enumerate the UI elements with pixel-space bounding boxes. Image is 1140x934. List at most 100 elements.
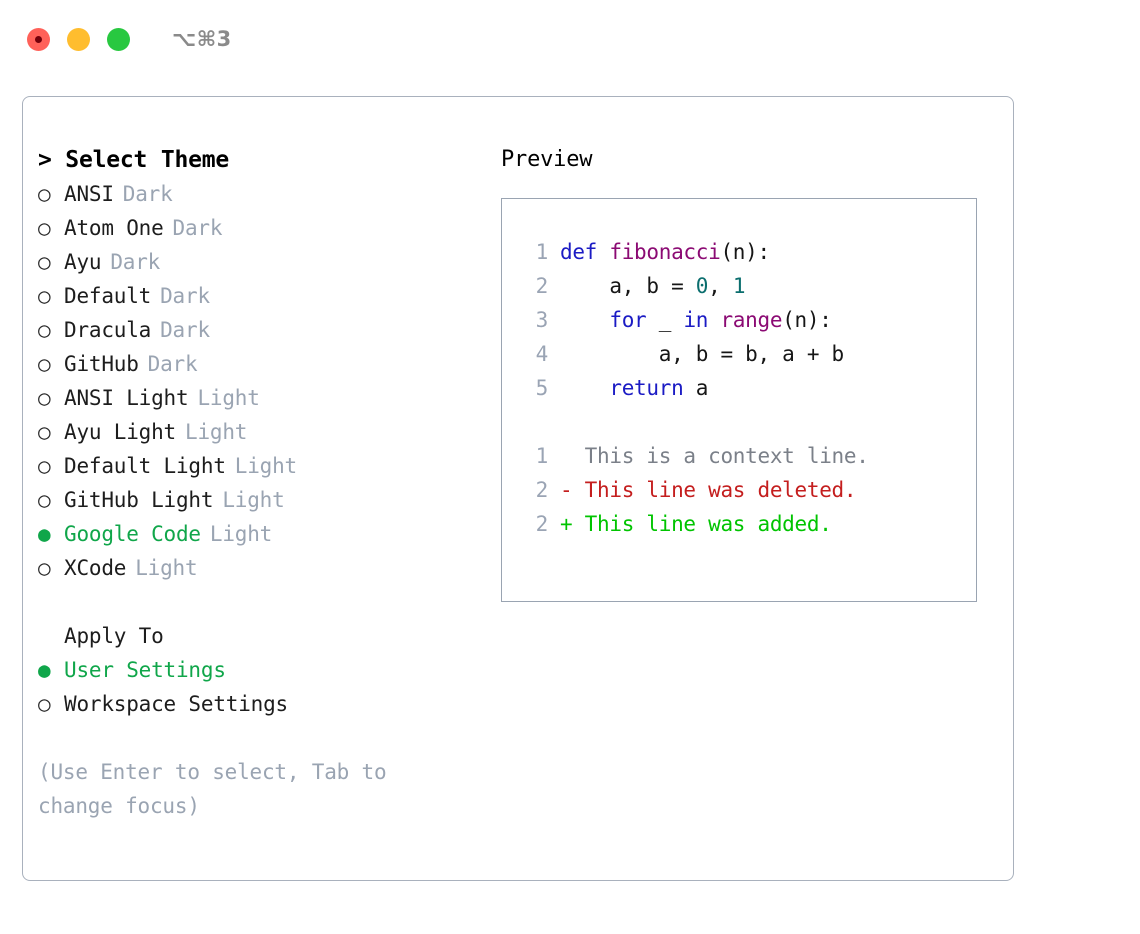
code-token-plain: _	[646, 308, 684, 332]
diff-sample: 1 This is a context line.2- This line wa…	[518, 439, 976, 541]
code-token-kw: for	[609, 308, 647, 332]
diff-spacer	[518, 405, 976, 439]
code-token-num: 1	[732, 274, 746, 298]
radio-unselected-icon: ○	[38, 454, 51, 478]
theme-option-atom-one[interactable]: ○ Atom One Dark	[38, 211, 478, 245]
diff-text: This line was added.	[572, 512, 832, 536]
code-line-text: for _ in range(n):	[560, 303, 832, 337]
diff-text: This is a context line.	[572, 444, 869, 468]
close-window-button[interactable]	[27, 27, 50, 51]
apply-to-option-user-settings[interactable]: ● User Settings	[38, 653, 478, 687]
apply-to-header: Apply To	[64, 624, 164, 648]
line-number: 3	[535, 308, 549, 332]
code-token-plain: a	[683, 376, 709, 400]
theme-option-variant: Dark	[160, 284, 210, 308]
keyboard-hint-text: (Use Enter to select, Tab to change focu…	[38, 760, 387, 818]
theme-option-label: GitHub Light	[64, 488, 214, 512]
radio-unselected-icon: ○	[38, 182, 51, 206]
theme-option-label: Atom One	[64, 216, 164, 240]
theme-option-github[interactable]: ○ GitHub Dark	[38, 347, 478, 381]
theme-option-variant: Light	[209, 522, 273, 546]
code-token-plain: a, b = b, a + b	[560, 342, 844, 366]
theme-option-variant: Light	[135, 556, 198, 580]
theme-option-label: Default Light	[64, 454, 226, 478]
theme-option-label: GitHub	[64, 352, 139, 376]
diff-line-del: 2- This line was deleted.	[518, 473, 976, 507]
radio-unselected-icon: ○	[38, 386, 51, 410]
diff-line-text: This is a context line.	[560, 439, 869, 473]
theme-option-variant: Light	[222, 488, 285, 512]
radio-unselected-icon: ○	[38, 284, 51, 308]
line-number: 4	[535, 342, 549, 366]
theme-option-label: Ayu	[64, 250, 102, 274]
code-line-text: return a	[560, 371, 708, 405]
minimize-window-button[interactable]	[67, 27, 90, 51]
diff-sign: +	[560, 512, 573, 536]
apply-to-option-label: User Settings	[64, 658, 226, 682]
radio-unselected-icon: ○	[38, 250, 51, 274]
code-line: 2 a, b = 0, 1	[518, 269, 976, 303]
code-line-text: def fibonacci(n):	[560, 235, 770, 269]
theme-option-variant: Dark	[110, 250, 161, 274]
code-token-kw: in	[683, 308, 709, 332]
code-token-fn: fibonacci	[609, 240, 721, 264]
radio-unselected-icon: ○	[38, 556, 51, 580]
code-token-num: 0	[695, 274, 709, 298]
code-token-plain: ,	[708, 274, 733, 298]
radio-selected-icon: ●	[38, 522, 51, 546]
line-number: 1	[535, 240, 549, 264]
code-token-plain: (n):	[782, 308, 832, 332]
theme-option-default[interactable]: ○ Default Dark	[38, 279, 478, 313]
code-token-plain	[708, 308, 720, 332]
theme-option-variant: Dark	[160, 318, 210, 342]
radio-unselected-icon: ○	[38, 692, 51, 716]
theme-option-label: Default	[64, 284, 152, 308]
apply-to-option-label: Workspace Settings	[64, 692, 288, 716]
line-number: 2	[535, 274, 549, 298]
radio-unselected-icon: ○	[38, 216, 51, 240]
diff-sign	[560, 444, 572, 468]
code-line-text: a, b = 0, 1	[560, 269, 745, 303]
apply-to-option-list: ● User Settings ○ Workspace Settings	[38, 653, 478, 721]
code-token-kw: return	[609, 376, 684, 400]
diff-sign: -	[560, 478, 573, 502]
select-theme-header: > Select Theme	[38, 147, 230, 173]
code-token-plain: a, b =	[560, 274, 696, 298]
window-controls	[27, 27, 130, 51]
preview-title: Preview	[501, 147, 593, 172]
theme-option-variant: Dark	[147, 352, 198, 376]
code-token-plain: (n):	[720, 240, 770, 264]
code-token-kw: def	[560, 240, 610, 264]
apply-to-option-workspace-settings[interactable]: ○ Workspace Settings	[38, 687, 478, 721]
diff-line-text: + This line was added.	[560, 507, 832, 541]
theme-option-variant: Light	[197, 386, 260, 410]
radio-selected-icon: ●	[38, 658, 51, 682]
title-bar: ⌥⌘3	[0, 0, 1140, 78]
theme-option-ansi-light[interactable]: ○ ANSI Light Light	[38, 381, 478, 415]
code-token-fn: range	[720, 308, 783, 332]
line-number: 2	[535, 512, 549, 536]
maximize-window-button[interactable]	[107, 27, 130, 51]
diff-line-ctx: 1 This is a context line.	[518, 439, 976, 473]
theme-option-ayu[interactable]: ○ Ayu Dark	[38, 245, 478, 279]
radio-unselected-icon: ○	[38, 488, 51, 512]
theme-option-variant: Dark	[172, 216, 223, 240]
code-line: 4 a, b = b, a + b	[518, 337, 976, 371]
code-line: 1 def fibonacci(n):	[518, 235, 976, 269]
line-number: 2	[535, 478, 549, 502]
theme-option-github-light[interactable]: ○ GitHub Light Light	[38, 483, 478, 517]
radio-unselected-icon: ○	[38, 352, 51, 376]
theme-option-variant: Light	[185, 420, 248, 444]
theme-option-label: ANSI Light	[64, 386, 189, 410]
